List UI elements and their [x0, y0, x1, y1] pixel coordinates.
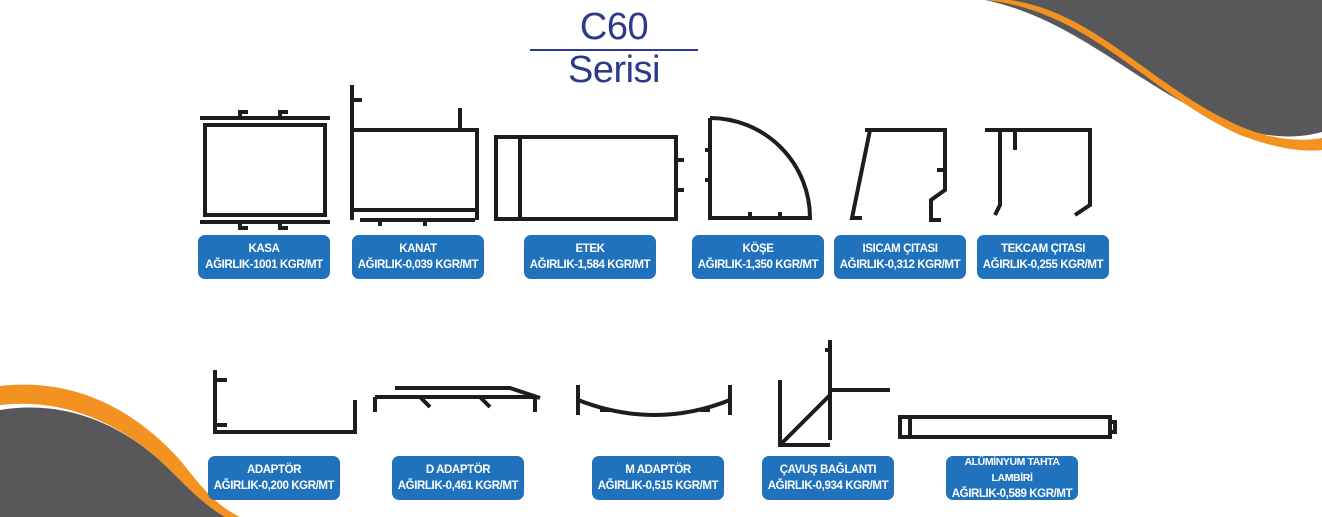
cavus-profile	[778, 340, 890, 447]
product-name: D ADAPTÖR	[425, 464, 491, 476]
product-weight: AĞIRLIK-0,515 KGR/MT	[597, 480, 719, 492]
product-weight: AĞIRLIK-0,589 KGR/MT	[951, 488, 1073, 500]
lambiri-profile	[898, 415, 1117, 439]
kose-profile	[705, 116, 813, 220]
product-label-kasa: KASA AĞIRLIK-1001 KGR/MT	[198, 235, 330, 279]
product-weight: AĞIRLIK-1001 KGR/MT	[205, 259, 323, 271]
product-weight: AĞIRLIK-0,934 KGR/MT	[767, 480, 889, 492]
product-label-isicam: ISICAM ÇITASI AĞIRLIK-0,312 KGR/MT	[834, 235, 966, 279]
product-name: KÖŞE	[742, 243, 774, 255]
adaptor-profile	[213, 370, 357, 434]
top-right-orange-swoosh	[985, 0, 1322, 151]
product-name: ETEK	[575, 243, 605, 255]
product-name: KANAT	[399, 243, 437, 255]
bottom-left-orange-swoosh	[0, 384, 240, 517]
product-label-kose: KÖŞE AĞIRLIK-1,350 KGR/MT	[692, 235, 824, 279]
isicam-profile	[849, 128, 947, 222]
etek-profile	[494, 135, 684, 221]
bottom-left-grey-swoosh	[0, 407, 225, 517]
product-name: ÇAVUŞ BAĞLANTI	[779, 464, 877, 476]
title-underline	[530, 49, 698, 51]
product-label-d-adaptor: D ADAPTÖR AĞIRLIK-0,461 KGR/MT	[392, 456, 524, 500]
product-label-lambiri: ALÜMİNYUM TAHTA LAMBİRİ AĞIRLIK-0,589 KGR…	[946, 456, 1078, 500]
top-right-grey-swoosh	[985, 0, 1322, 137]
page-title: C60 Serisi	[567, 6, 661, 91]
product-name: ALÜMİNYUM TAHTA LAMBİRİ	[964, 456, 1060, 484]
product-name: KASA	[248, 243, 280, 255]
product-name: ADAPTÖR	[246, 464, 302, 476]
product-name: TEKCAM ÇITASI	[1000, 243, 1086, 255]
product-weight: AĞIRLIK-0,461 KGR/MT	[397, 480, 519, 492]
product-label-m-adaptor: M ADAPTÖR AĞIRLIK-0,515 KGR/MT	[592, 456, 724, 500]
kasa-profile	[200, 110, 330, 230]
product-label-etek: ETEK AĞIRLIK-1,584 KGR/MT	[524, 235, 656, 279]
d-adaptor-profile	[373, 386, 541, 412]
product-weight: AĞIRLIK-0,039 KGR/MT	[357, 259, 479, 271]
product-name: M ADAPTÖR	[625, 464, 691, 476]
product-weight: AĞIRLIK-0,255 KGR/MT	[982, 259, 1104, 271]
product-label-adaptor: ADAPTÖR AĞIRLIK-0,200 KGR/MT	[208, 456, 340, 500]
kanat-profile	[350, 85, 479, 226]
product-label-cavus: ÇAVUŞ BAĞLANTI AĞIRLIK-0,934 KGR/MT	[762, 456, 894, 500]
product-name: ISICAM ÇITASI	[862, 243, 938, 255]
tekcam-profile	[985, 128, 1092, 217]
product-weight: AĞIRLIK-0,312 KGR/MT	[839, 259, 961, 271]
m-adaptor-profile	[576, 385, 732, 417]
product-weight: AĞIRLIK-0,200 KGR/MT	[213, 480, 335, 492]
product-weight: AĞIRLIK-1,350 KGR/MT	[697, 259, 819, 271]
product-label-tekcam: TEKCAM ÇITASI AĞIRLIK-0,255 KGR/MT	[977, 235, 1109, 279]
product-label-kanat: KANAT AĞIRLIK-0,039 KGR/MT	[352, 235, 484, 279]
product-weight: AĞIRLIK-1,584 KGR/MT	[529, 259, 651, 271]
